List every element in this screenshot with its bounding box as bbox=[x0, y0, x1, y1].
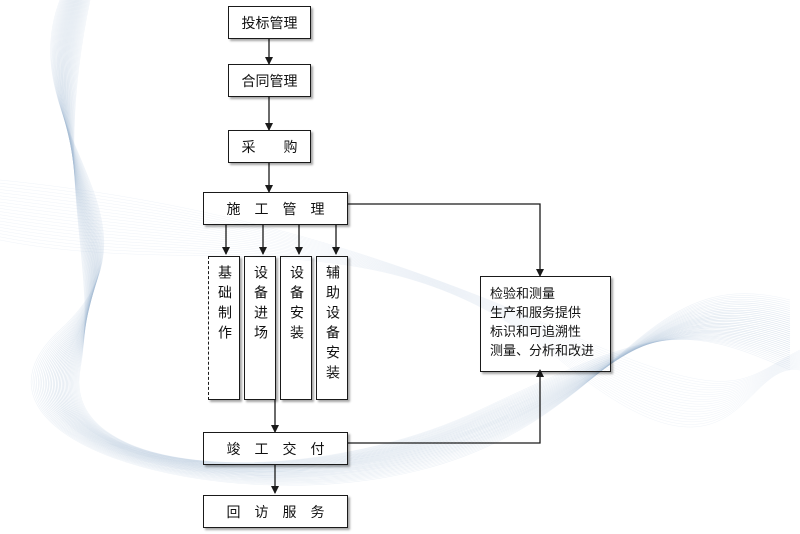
node-contract-management: 合同管理 bbox=[228, 64, 311, 97]
node-construction-management: 施 工 管 理 bbox=[203, 192, 348, 225]
background-wave-line bbox=[0, 192, 800, 391]
background-wave-line bbox=[73, 0, 791, 463]
node-auxiliary-installation: 辅助设备安装 bbox=[316, 256, 348, 400]
background-wave-line bbox=[0, 201, 800, 398]
background-wave-line bbox=[64, 0, 791, 468]
background-wave-line bbox=[39, 0, 791, 481]
background-wave-line bbox=[34, 0, 791, 484]
node-label: 合同管理 bbox=[241, 73, 298, 90]
background-wave-line bbox=[0, 214, 800, 407]
node-equipment-installation: 设备安装 bbox=[280, 256, 312, 400]
node-label: 采 购 bbox=[241, 139, 298, 156]
node-inspection: 检验和测量 生产和服务提供 标识和可追溯性 测量、分析和改进 bbox=[480, 276, 611, 372]
background-wave-line bbox=[51, 0, 791, 474]
background-wave-line bbox=[37, 0, 791, 482]
background-wave-line bbox=[67, 0, 791, 467]
background-wave-line bbox=[0, 236, 800, 425]
background-wave-line bbox=[68, 0, 791, 466]
background-wave-line bbox=[32, 0, 791, 485]
node-label: 辅助设备安装 bbox=[324, 265, 340, 385]
background-wave-line bbox=[0, 217, 800, 410]
background-wave-line bbox=[71, 0, 791, 465]
node-label: 设备进场 bbox=[252, 265, 268, 345]
node-label: 回 访 服 务 bbox=[226, 504, 325, 521]
node-label: 投标管理 bbox=[241, 15, 298, 32]
background-wave-line bbox=[46, 0, 791, 477]
background-wave-line bbox=[30, 0, 791, 486]
node-purchase: 采 购 bbox=[228, 130, 311, 163]
background-wave-line bbox=[0, 195, 800, 393]
background-wave-line bbox=[72, 0, 791, 464]
inspection-line-3: 标识和可追溯性 bbox=[490, 325, 582, 340]
node-label: 设备安装 bbox=[288, 265, 304, 345]
background-wave-line bbox=[60, 0, 791, 470]
inspection-line-2: 生产和服务提供 bbox=[490, 306, 582, 321]
background-wave-line bbox=[0, 179, 800, 382]
background-wave-line bbox=[0, 182, 800, 384]
inspection-line-1: 检验和测量 bbox=[490, 287, 556, 302]
background-wave-line bbox=[59, 0, 791, 471]
node-basic-fabrication: 基础制作 bbox=[208, 256, 240, 400]
background-wave-line bbox=[48, 0, 791, 476]
node-bid-management: 投标管理 bbox=[228, 6, 311, 39]
background-wave-line bbox=[0, 223, 800, 415]
background-wave-line bbox=[55, 0, 791, 472]
background-wave-line bbox=[44, 0, 791, 478]
background-wave-line bbox=[0, 230, 800, 420]
node-label: 基础制作 bbox=[216, 265, 232, 345]
background-wave-line bbox=[0, 198, 800, 395]
background-wave-line bbox=[69, 0, 791, 466]
background-wave-line bbox=[52, 0, 791, 473]
background-wave-line bbox=[57, 0, 791, 471]
node-label: 竣 工 交 付 bbox=[226, 441, 325, 458]
background-wave-line bbox=[36, 0, 791, 483]
node-follow-up-service: 回 访 服 务 bbox=[203, 495, 348, 528]
node-equipment-arrival: 设备进场 bbox=[244, 256, 276, 400]
background-wave-line bbox=[49, 0, 791, 475]
background-wave-line bbox=[0, 239, 800, 428]
background-wave-line bbox=[66, 0, 791, 467]
arrow-complete-inspect bbox=[348, 369, 544, 444]
background-wave-line bbox=[41, 0, 791, 480]
background-wave-line bbox=[0, 233, 800, 423]
background-wave-line bbox=[70, 0, 791, 465]
background-wave-line bbox=[43, 0, 791, 479]
background-wave-line bbox=[0, 208, 800, 402]
background-wave-line bbox=[72, 0, 791, 464]
node-completion-delivery: 竣 工 交 付 bbox=[203, 432, 348, 465]
background-wave-line bbox=[63, 0, 791, 469]
background-wave-line bbox=[0, 220, 800, 412]
inspection-line-4: 测量、分析和改进 bbox=[490, 344, 595, 359]
background-wave-line bbox=[73, 0, 791, 463]
node-label: 施 工 管 理 bbox=[226, 201, 325, 218]
background-wave-line bbox=[71, 0, 791, 464]
background-wave-line bbox=[70, 0, 791, 466]
background-wave-line bbox=[54, 0, 791, 473]
background-wave-line bbox=[0, 211, 800, 405]
background-wave-line bbox=[0, 227, 800, 417]
background-wave-line bbox=[62, 0, 791, 469]
background-wave-line bbox=[0, 205, 800, 400]
arrow-construction-inspect bbox=[348, 203, 544, 277]
background-wave-line bbox=[0, 186, 800, 386]
background-wave-line bbox=[0, 189, 800, 388]
